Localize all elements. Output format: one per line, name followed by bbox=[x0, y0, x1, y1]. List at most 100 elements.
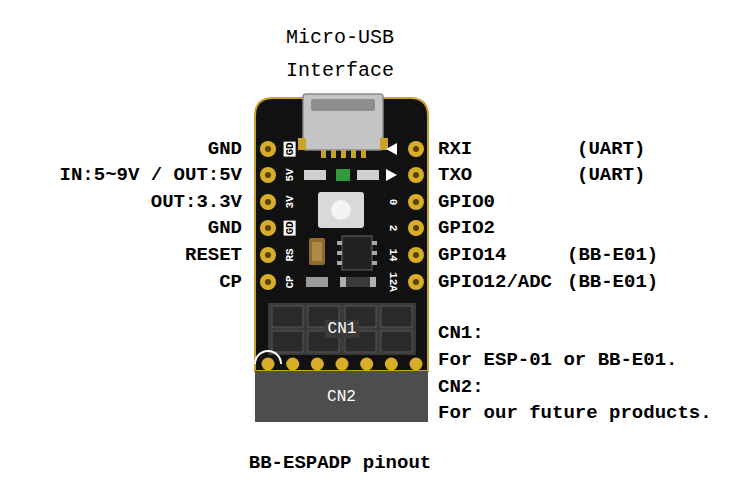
usb-pad bbox=[351, 150, 356, 158]
pin-label: IN:5~9V / OUT:5V bbox=[60, 164, 242, 186]
silkscreen-mark: 2 bbox=[387, 225, 399, 232]
connector-note: CN2: bbox=[438, 376, 484, 398]
led bbox=[336, 169, 350, 181]
pin-label: GND bbox=[208, 217, 242, 239]
pin-hole bbox=[265, 225, 271, 231]
connector-note: CN1: bbox=[438, 322, 484, 344]
pin-label: GPIO2 bbox=[438, 217, 495, 239]
header-socket bbox=[272, 306, 303, 327]
ic-chip bbox=[342, 236, 372, 270]
pin-pad bbox=[262, 358, 275, 371]
smd-part bbox=[340, 277, 376, 287]
smd-part bbox=[357, 170, 379, 180]
bus-note: (UART) bbox=[577, 164, 645, 186]
silkscreen-mark: 14 bbox=[387, 248, 399, 261]
button-cap bbox=[331, 200, 351, 220]
capacitor bbox=[309, 238, 325, 265]
usb-tab bbox=[380, 138, 388, 150]
silkscreen-mark: 12A bbox=[387, 272, 399, 292]
pin-hole bbox=[265, 279, 271, 285]
pin-label: TXO bbox=[438, 164, 472, 186]
ic-pin bbox=[337, 261, 342, 265]
silkscreen-mark: GD bbox=[284, 220, 296, 235]
pin-pad bbox=[260, 167, 276, 183]
pin-hole bbox=[413, 199, 419, 205]
pin-label: GPIO0 bbox=[438, 191, 495, 213]
silkscreen-mark: 0 bbox=[387, 199, 399, 206]
pin-pad bbox=[260, 141, 276, 157]
pin-pad bbox=[408, 274, 424, 290]
connector-name: CN1 bbox=[325, 320, 360, 338]
pin-pad bbox=[260, 220, 276, 236]
ic-pin bbox=[337, 241, 342, 245]
pin-label: RESET bbox=[185, 244, 242, 266]
ic-pin bbox=[337, 251, 342, 255]
silkscreen-mark: 3V bbox=[284, 195, 296, 208]
rx-arrow bbox=[386, 143, 397, 155]
capacitor-top bbox=[312, 242, 322, 261]
header-socket bbox=[381, 331, 412, 352]
silkscreen-mark: GD bbox=[284, 141, 296, 156]
connector-note: For ESP-01 or BB-E01. bbox=[438, 349, 677, 371]
bus-note: (UART) bbox=[577, 138, 645, 160]
pin-pads bbox=[260, 141, 424, 290]
pin-hole bbox=[413, 146, 419, 152]
usb-heading: Micro-USB Interface bbox=[275, 21, 405, 87]
pin-label: CP bbox=[219, 271, 242, 293]
pin-pad bbox=[408, 220, 424, 236]
components bbox=[304, 169, 379, 287]
usb-shell bbox=[303, 94, 383, 150]
pin-label: GND bbox=[208, 138, 242, 160]
header-socket bbox=[381, 306, 412, 327]
connector-note: For our future products. bbox=[438, 402, 712, 424]
pin-hole bbox=[413, 172, 419, 178]
header-body bbox=[268, 303, 416, 355]
usb-connector bbox=[298, 94, 388, 158]
pin-hole bbox=[413, 252, 419, 258]
bottom-pads bbox=[255, 351, 423, 371]
pin-label: GPIO14 bbox=[438, 244, 506, 266]
figure-caption: BB-ESPADP pinout bbox=[249, 452, 431, 474]
header-socket bbox=[272, 331, 303, 352]
usb-pad bbox=[341, 150, 346, 158]
smd-part bbox=[304, 170, 326, 180]
pin-hole bbox=[413, 279, 419, 285]
expansion-connector: CN2 bbox=[255, 371, 428, 422]
pin-pad bbox=[410, 358, 423, 371]
bus-note: (BB-E01) bbox=[567, 244, 658, 266]
usb-pad bbox=[361, 150, 366, 158]
pin-pad bbox=[260, 274, 276, 290]
bus-note: (BB-E01) bbox=[567, 271, 658, 293]
pin-pad bbox=[260, 247, 276, 263]
silkscreen-mark: RS bbox=[284, 248, 296, 261]
connector-name: CN2 bbox=[324, 388, 359, 406]
pin-pad bbox=[408, 194, 424, 210]
usb-opening bbox=[311, 99, 375, 111]
button-body bbox=[318, 192, 364, 228]
cn1-header bbox=[268, 303, 416, 355]
pin-pad bbox=[286, 358, 299, 371]
pin-hole bbox=[265, 252, 271, 258]
ic-pin bbox=[372, 241, 377, 245]
usb-pad bbox=[321, 150, 326, 158]
pin-label: GPIO12/ADC bbox=[438, 271, 552, 293]
usb-tab bbox=[298, 138, 306, 150]
tx-arrow bbox=[386, 169, 397, 181]
pin-hole bbox=[413, 225, 419, 231]
pin-pad bbox=[360, 358, 373, 371]
pin-label: OUT:3.3V bbox=[151, 191, 242, 213]
pin-label: RXI bbox=[438, 138, 472, 160]
pin-hole bbox=[265, 146, 271, 152]
ic-pin bbox=[372, 251, 377, 255]
pin-hole bbox=[265, 172, 271, 178]
pin-pad bbox=[385, 358, 398, 371]
smd-cap bbox=[370, 277, 376, 287]
ic-pin bbox=[372, 261, 377, 265]
smd-cap bbox=[340, 277, 346, 287]
pin-pad bbox=[336, 358, 349, 371]
pin-pad bbox=[408, 247, 424, 263]
silkscreen-mark: CP bbox=[284, 275, 296, 288]
usb-pad bbox=[331, 150, 336, 158]
pin-pad bbox=[260, 194, 276, 210]
